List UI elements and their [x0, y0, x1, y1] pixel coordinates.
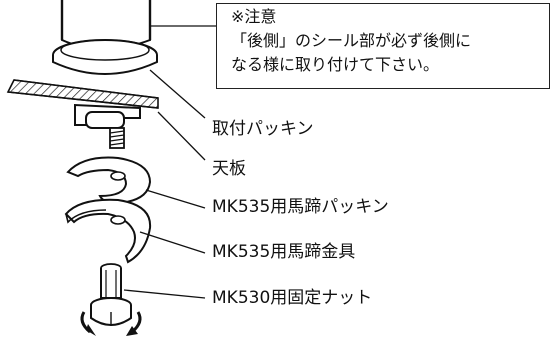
fixing-nut: [90, 263, 132, 326]
rotation-arrow-icon: [80, 311, 142, 336]
caution-line-1: 「後側」のシール部が必ず後側に: [231, 31, 472, 50]
label-mounting-gasket: 取付パッキン: [212, 119, 314, 139]
countertop: [6, 79, 159, 109]
horseshoe-packing: [66, 156, 152, 205]
threaded-stud: [74, 103, 141, 149]
label-countertop: 天板: [212, 159, 246, 179]
label-fixing-nut: MK530用固定ナット: [212, 288, 373, 308]
caution-heading: ※注意: [231, 7, 277, 26]
horseshoe-metal: [64, 198, 152, 264]
label-horseshoe-packing: MK535用馬蹄パッキン: [212, 197, 389, 217]
leader-lines: [123, 25, 216, 299]
caution-note: ※注意 「後側」のシール部が必ず後側に なる様に取り付けて下さい。: [216, 3, 550, 89]
mounting-gasket: [52, 39, 158, 75]
label-horseshoe-metal: MK535用馬蹄金具: [212, 242, 356, 262]
caution-line-2: なる様に取り付けて下さい。: [231, 55, 440, 74]
